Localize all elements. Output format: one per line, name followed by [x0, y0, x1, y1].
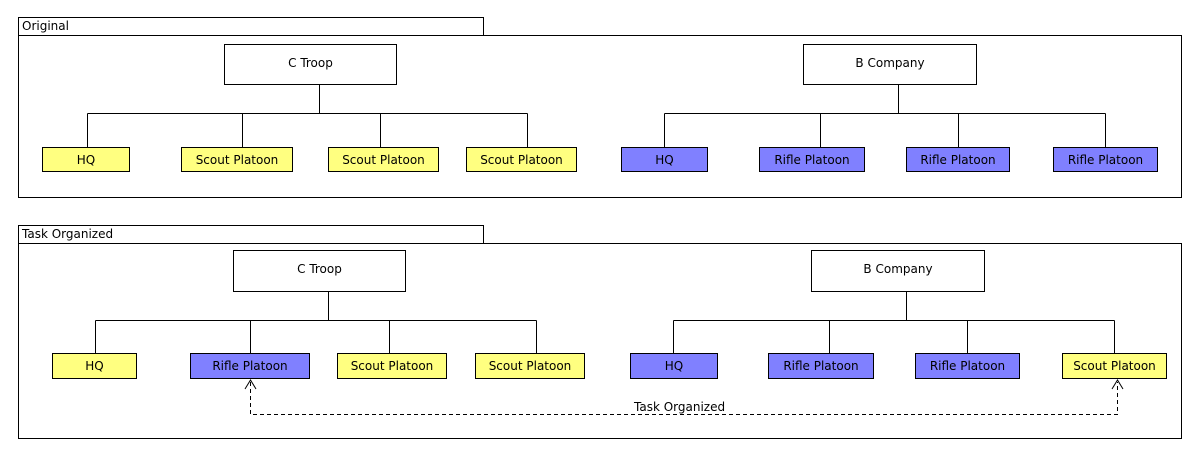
task-organized-panel-title: Task Organized [22, 227, 114, 241]
task-organized-b-company-rifle-platoon-1: Rifle Platoon [768, 353, 874, 379]
task-organized-b-company-hq: HQ [630, 353, 718, 379]
task-organized-c-troop-rifle-platoon: Rifle Platoon [190, 353, 310, 379]
task-organized-c-troop-scout-platoon-2: Scout Platoon [475, 353, 585, 379]
task-organized-b-company-node: B Company [811, 250, 985, 292]
original-c-troop-hq: HQ [42, 147, 130, 172]
task-organized-b-company-rifle-platoon-2: Rifle Platoon [915, 353, 1020, 379]
original-b-company-rifle-platoon-3: Rifle Platoon [1053, 147, 1158, 172]
task-organized-c-troop-hq: HQ [52, 353, 137, 379]
task-organized-link-label: Task Organized [632, 400, 728, 414]
original-panel-title: Original [22, 19, 69, 33]
original-c-troop-scout-platoon-3: Scout Platoon [466, 147, 577, 172]
original-c-troop-node: C Troop [224, 44, 397, 85]
original-panel-tab: Original [18, 17, 484, 36]
link-arrowhead-right [1111, 379, 1124, 390]
original-c-troop-scout-platoon-2: Scout Platoon [328, 147, 439, 172]
original-b-company-node: B Company [803, 44, 977, 85]
original-b-company-rifle-platoon-2: Rifle Platoon [906, 147, 1010, 172]
task-organized-panel [18, 243, 1182, 439]
task-organized-c-troop-node: C Troop [233, 250, 406, 292]
original-b-company-rifle-platoon-1: Rifle Platoon [759, 147, 865, 172]
task-organized-link [250, 382, 1118, 415]
task-organized-b-company-scout-platoon: Scout Platoon [1062, 353, 1167, 379]
task-organized-c-troop-scout-platoon-1: Scout Platoon [337, 353, 447, 379]
original-b-company-hq: HQ [621, 147, 708, 172]
task-organized-panel-tab: Task Organized [18, 225, 484, 244]
original-c-troop-scout-platoon-1: Scout Platoon [181, 147, 293, 172]
link-arrowhead-left [244, 379, 257, 390]
